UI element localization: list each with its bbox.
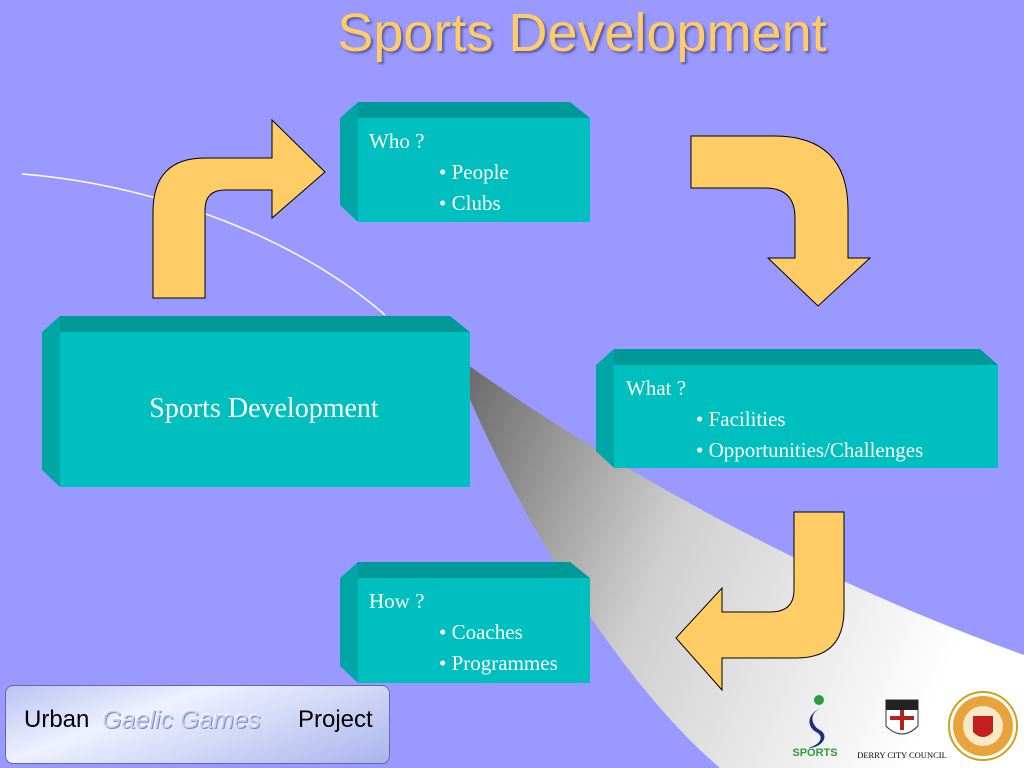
what-item-opportunities: • Opportunities/Challenges bbox=[696, 438, 924, 462]
decorative-swoosh bbox=[468, 365, 1024, 768]
banner-word-gaelic-games: Gaelic Games bbox=[102, 706, 261, 734]
how-heading: How ? bbox=[369, 589, 425, 613]
urban-gaelic-games-banner: Urban Gaelic Games Project bbox=[5, 685, 390, 764]
decorative-curve-line bbox=[21, 173, 386, 316]
sports-logo-text: SPORTS bbox=[792, 747, 837, 759]
who-box bbox=[340, 102, 590, 222]
how-box bbox=[340, 562, 590, 683]
gaa-crest-logo bbox=[948, 691, 1018, 761]
how-item-programmes: • Programmes bbox=[439, 651, 558, 675]
arrow-to-who bbox=[152, 118, 326, 299]
how-item-coaches: • Coaches bbox=[439, 620, 523, 644]
what-box-text: What ? • Facilities • Opportunities/Chal… bbox=[626, 373, 923, 466]
what-box bbox=[596, 349, 998, 468]
who-box-text: Who ? • People • Clubs bbox=[369, 126, 509, 219]
arrow-to-how bbox=[675, 511, 845, 692]
what-item-facilities: • Facilities bbox=[696, 407, 786, 431]
how-box-text: How ? • Coaches • Programmes bbox=[369, 586, 558, 679]
banner-word-urban: Urban bbox=[24, 706, 90, 733]
page-title: Sports Development bbox=[337, 3, 827, 63]
who-item-clubs: • Clubs bbox=[439, 191, 501, 215]
who-item-people: • People bbox=[439, 160, 509, 184]
who-heading: Who ? bbox=[369, 129, 425, 153]
derry-city-council-logo: DERRY CITY COUNCIL bbox=[857, 699, 947, 760]
arrow-to-what bbox=[690, 135, 872, 307]
sports-development-box bbox=[42, 316, 470, 487]
what-heading: What ? bbox=[626, 376, 687, 400]
banner-word-project: Project bbox=[298, 706, 373, 733]
sports-development-label: Sports Development bbox=[149, 393, 379, 424]
derry-city-council-logo-text: DERRY CITY COUNCIL bbox=[857, 750, 947, 760]
sports-logo: SPORTS bbox=[792, 695, 838, 759]
